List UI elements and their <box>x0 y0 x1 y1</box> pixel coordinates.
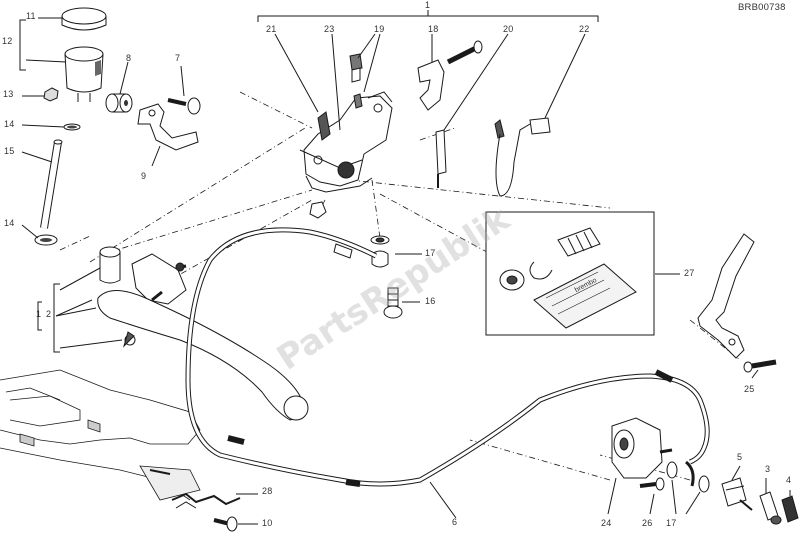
hose-fitting <box>721 477 753 511</box>
leader-21 <box>274 33 319 113</box>
master-cylinder-body <box>299 91 393 193</box>
callout-15: 15 <box>4 146 15 156</box>
callout-17: 17 <box>666 518 677 528</box>
leader-19b <box>363 33 381 93</box>
callout-11: 11 <box>26 11 36 21</box>
leader-9 <box>151 145 161 167</box>
slave-cylinder <box>611 417 673 479</box>
callout-4: 4 <box>786 475 792 485</box>
callout-19: 19 <box>374 24 385 34</box>
reservoir-cap <box>61 7 107 31</box>
clutch-hose <box>185 227 710 487</box>
callout-5: 5 <box>737 452 743 462</box>
callout-21: 21 <box>266 24 277 34</box>
callout-8: 8 <box>126 53 132 63</box>
callout-10: 10 <box>262 518 273 528</box>
screw-10 <box>213 516 238 532</box>
clutch-lever <box>97 253 309 421</box>
callout-14: 14 <box>4 119 15 129</box>
leader-8 <box>119 61 129 95</box>
clutch-switch <box>494 117 551 197</box>
callout-27: 27 <box>684 268 695 278</box>
callout-16: 16 <box>425 296 436 306</box>
leader-22 <box>544 33 586 119</box>
leader-1-bot <box>59 339 123 349</box>
callout-1-assembly: 1 <box>425 0 431 10</box>
callout-23: 23 <box>324 24 335 34</box>
leader-20 <box>443 33 509 131</box>
banjo-washer-lower <box>666 460 710 493</box>
callout-20: 20 <box>503 24 514 34</box>
hose-guide-bracket <box>697 233 777 373</box>
callout-28: 28 <box>262 486 273 496</box>
leader-2b <box>55 307 97 317</box>
hose-clamp-bottom <box>34 234 58 246</box>
leader-19a <box>357 33 376 59</box>
screw-26 <box>639 477 665 491</box>
diagram-reference-code: BRB00738 <box>738 2 786 13</box>
callout-24: 24 <box>601 518 612 528</box>
group-bracket-1 <box>257 10 599 22</box>
callout-7: 7 <box>175 53 181 63</box>
bracket-1-2 <box>37 283 60 353</box>
callout-18: 18 <box>428 24 439 34</box>
leader-1-top <box>59 267 101 291</box>
lever-bushing <box>99 246 121 284</box>
leader-17c <box>685 491 701 515</box>
reservoir-hose <box>40 139 63 229</box>
bracket-12 <box>19 19 26 71</box>
callout-9: 9 <box>141 171 147 181</box>
reservoir-bracket <box>137 103 199 151</box>
leader-25 <box>751 369 759 379</box>
leader-7 <box>180 65 185 97</box>
motorcycle-frame-sketch <box>0 369 201 501</box>
hose-clip-28 <box>171 492 241 509</box>
dust-cap <box>781 495 799 523</box>
leader-5 <box>731 465 741 481</box>
banjo-washer-upper <box>370 235 390 268</box>
callout-25: 25 <box>744 384 755 394</box>
leader-26 <box>649 493 655 515</box>
rubber-grommet <box>105 93 133 113</box>
leader-12b <box>25 59 67 63</box>
callout-22: 22 <box>579 24 590 34</box>
hose-clamp-top <box>63 123 81 131</box>
leader-24 <box>607 477 617 515</box>
handlebar-clamp <box>417 40 483 111</box>
fluid-reservoir <box>64 46 104 102</box>
bleeder-valve <box>349 53 363 109</box>
pushrod <box>435 129 447 188</box>
callout-6: 6 <box>452 517 458 527</box>
repair-kit-box <box>485 211 655 336</box>
callout-17: 17 <box>425 248 436 258</box>
callout-14: 14 <box>4 218 15 228</box>
callout-12: 12 <box>2 36 13 46</box>
callout-2: 2 <box>46 309 52 319</box>
banjo-bolt <box>383 287 403 319</box>
leader-15 <box>21 151 53 163</box>
leader-23 <box>331 33 341 131</box>
screw-13 <box>43 87 59 102</box>
leader-14b <box>21 224 39 239</box>
leader-2a <box>55 299 93 317</box>
callout-3: 3 <box>765 464 771 474</box>
leader-17b <box>671 479 677 515</box>
leader-14a <box>21 124 65 128</box>
callout-13: 13 <box>3 89 14 99</box>
pivot-pin-21 <box>317 111 331 141</box>
nut-under-cylinder <box>309 201 327 219</box>
callout-26: 26 <box>642 518 653 528</box>
callout-1: 1 <box>36 309 42 319</box>
bleed-nipple <box>759 491 782 525</box>
leader-6 <box>429 481 457 519</box>
screw-7 <box>167 97 201 115</box>
